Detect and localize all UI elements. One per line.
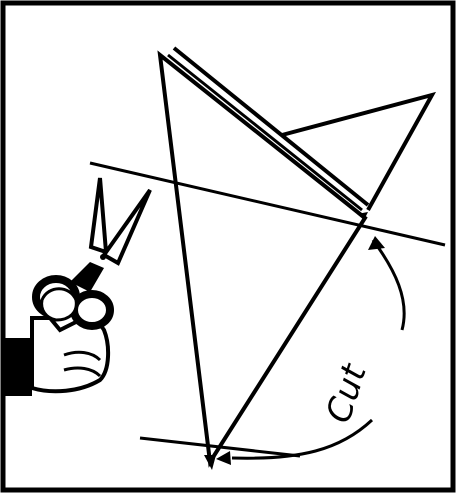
arrow-head-left <box>216 451 231 465</box>
cut-label: Cut <box>319 358 376 428</box>
scissors-in-hand-icon <box>5 178 150 396</box>
arrow-head-up <box>368 236 385 250</box>
scissor-blade-right <box>104 190 150 263</box>
sleeve-cuff <box>5 338 32 396</box>
scissor-pivot <box>100 254 106 260</box>
scissor-handle-ring-right <box>74 294 110 326</box>
frame-border <box>3 3 453 490</box>
cut-guide-line-lower <box>140 438 300 456</box>
thumb <box>42 289 77 320</box>
scissor-blade-left <box>91 178 106 252</box>
cut-arrow <box>216 236 404 465</box>
apex-mark-bottom <box>204 455 216 470</box>
paper-fold-edge-1 <box>174 48 368 205</box>
arrow-curve-upper <box>373 240 404 330</box>
folded-paper <box>160 48 432 470</box>
